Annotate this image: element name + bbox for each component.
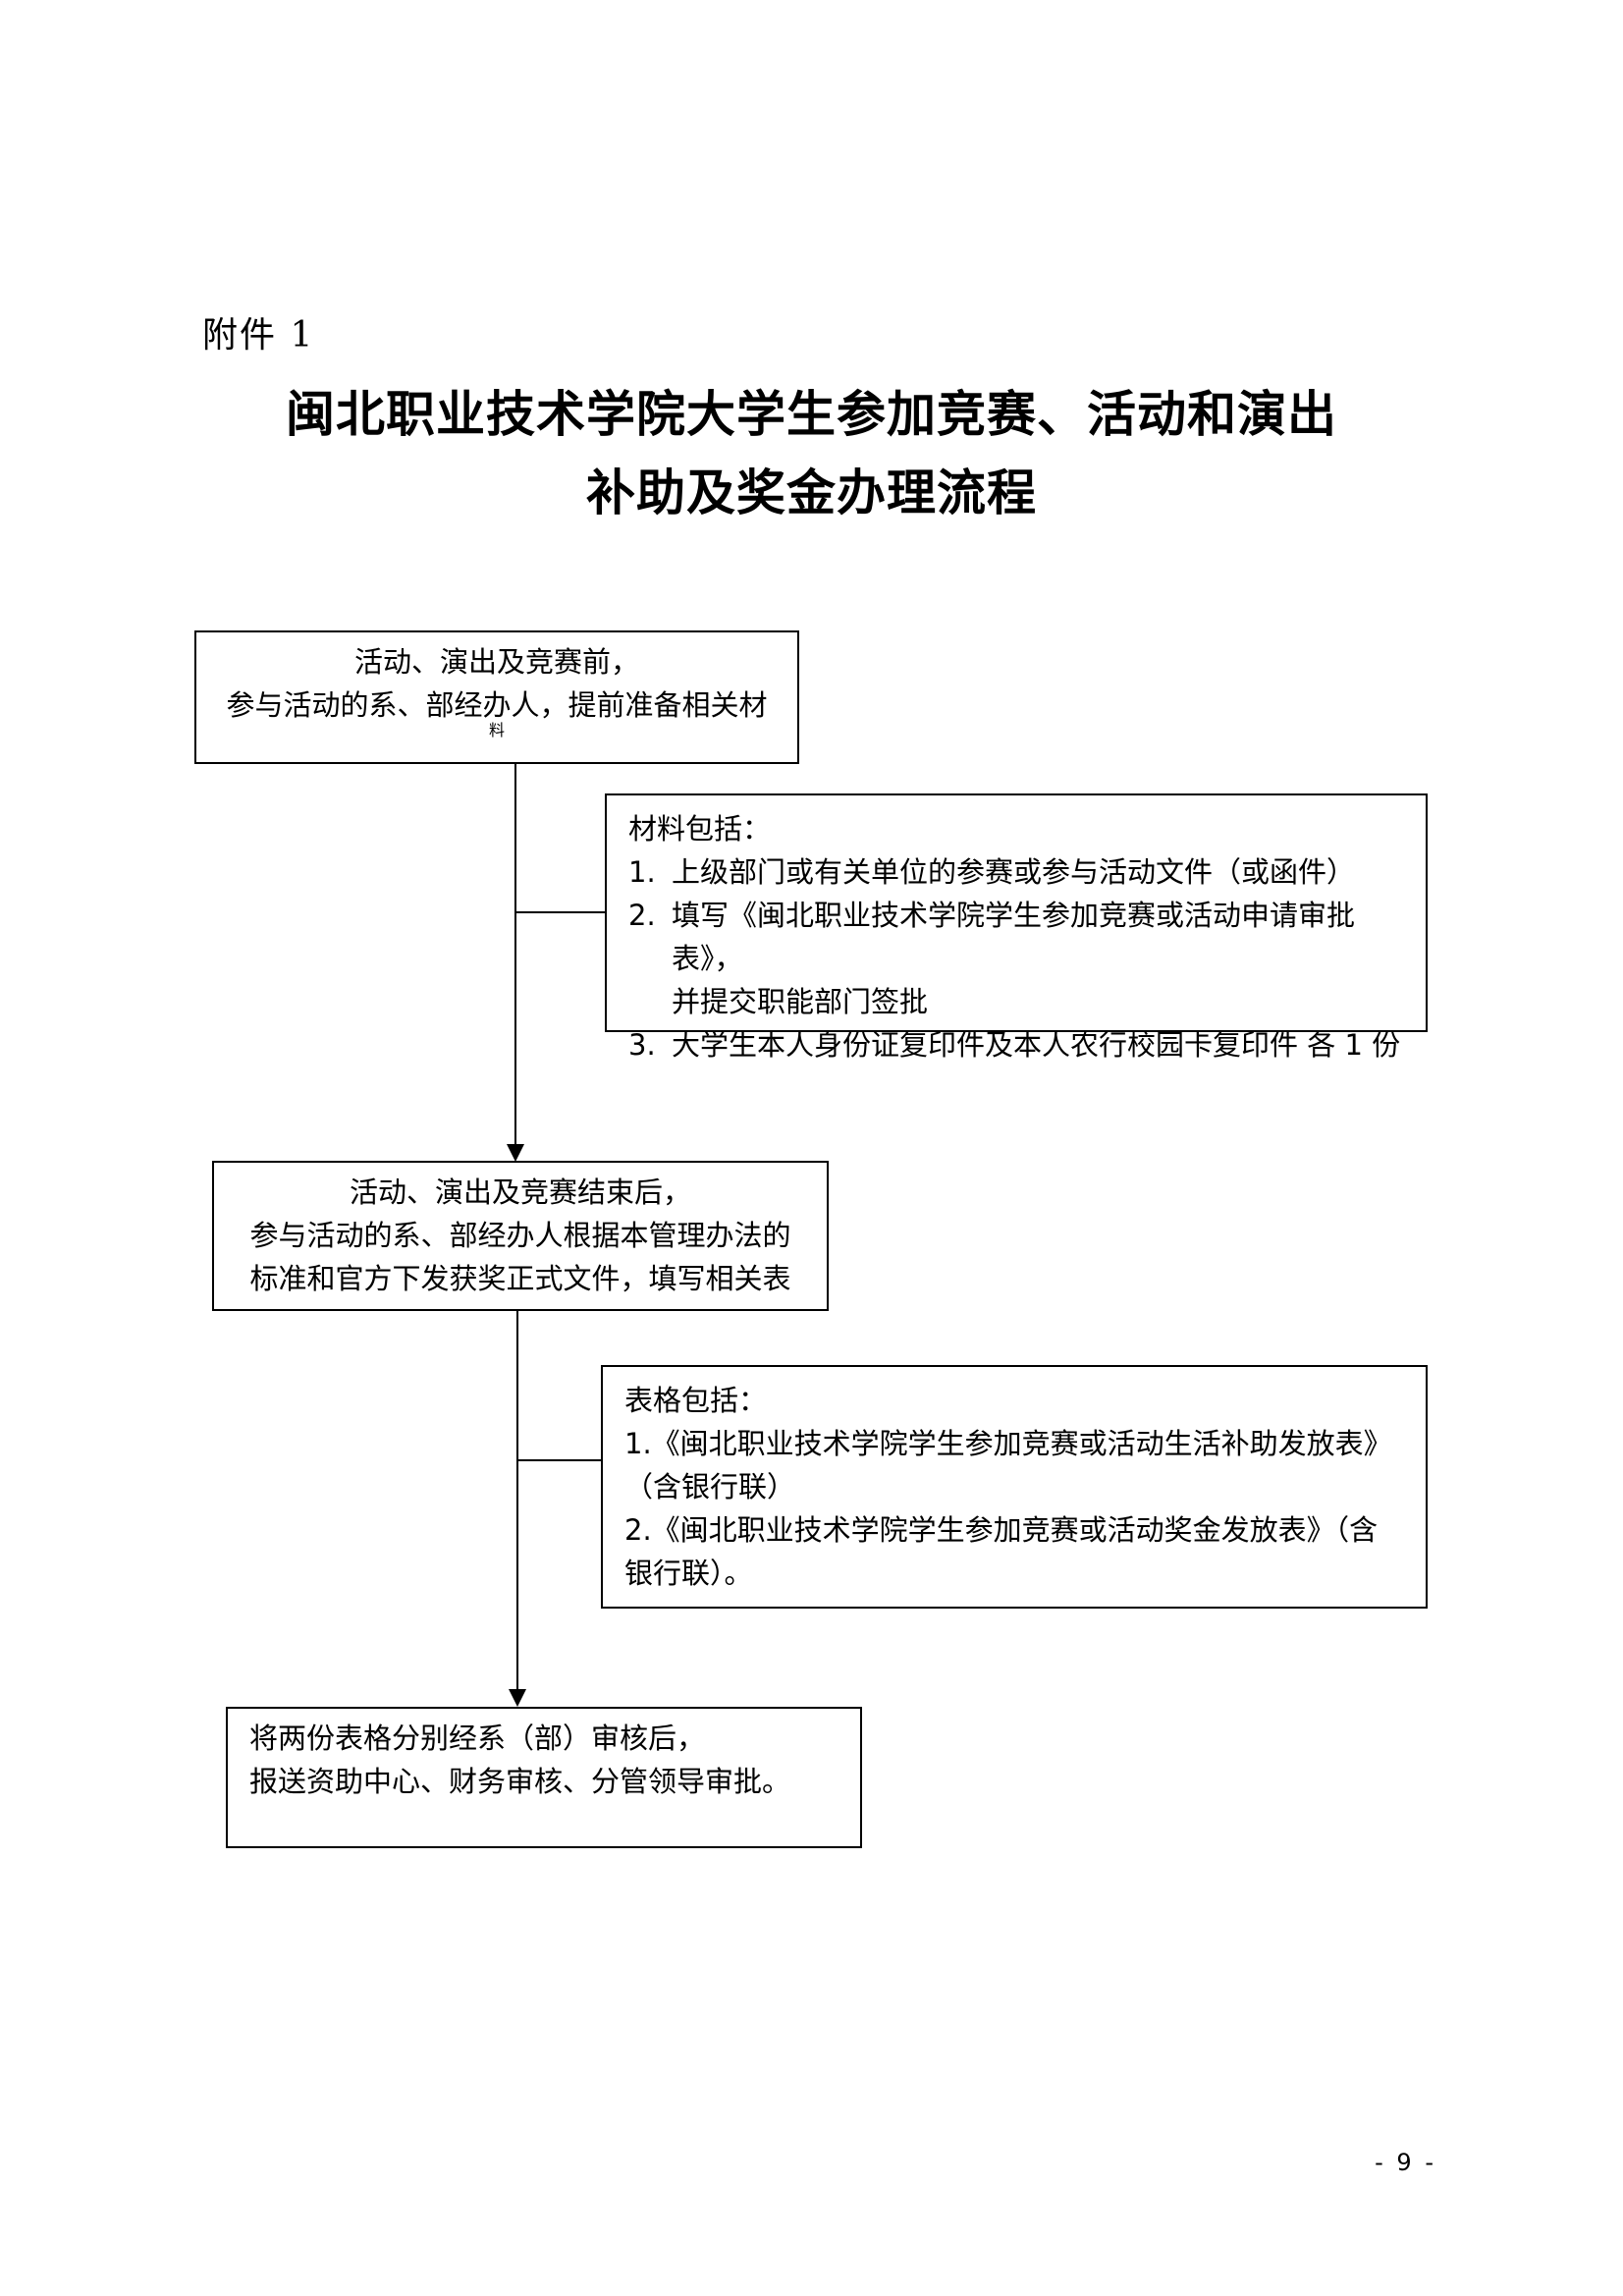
step1-box: 活动、演出及竞赛前， 参与活动的系、部经办人，提前准备相关材 料: [194, 630, 799, 764]
connector-branch-2: [517, 1459, 602, 1461]
connector-vertical-2: [516, 1311, 518, 1704]
connector-branch-1: [515, 911, 606, 913]
step1-line3: 料: [488, 721, 505, 739]
materials-item-1: 1. 上级部门或有关单位的参赛或参与活动文件（或函件）: [628, 850, 1408, 894]
step1-line1: 活动、演出及竞赛前，: [353, 645, 639, 679]
page-title-line2: 补助及奖金办理流程: [586, 464, 1037, 521]
connector-vertical-1: [514, 764, 516, 1149]
page-number: - 9 -: [1375, 2149, 1436, 2176]
arrow-down-2: [509, 1689, 526, 1707]
materials-item-3-text: 大学生本人身份证复印件及本人农行校园卡复印件 各 1 份: [672, 1028, 1401, 1062]
materials-heading: 材料包括：: [628, 812, 772, 846]
step1-line2: 参与活动的系、部经办人，提前准备相关材: [226, 688, 768, 722]
forms-item-1-line2: （含银行联）: [624, 1470, 796, 1503]
step3-box: 将两份表格分别经系（部）审核后， 报送资助中心、财务审核、分管领导审批。: [226, 1707, 862, 1848]
arrow-down-1: [507, 1144, 524, 1162]
forms-box: 表格包括： 1.《闽北职业技术学院学生参加竞赛或活动生活补助发放表》 （含银行联…: [601, 1365, 1428, 1609]
page-title-line1: 闽北职业技术学院大学生参加竞赛、活动和演出: [286, 385, 1337, 443]
step2-line3: 标准和官方下发获奖正式文件，填写相关表: [249, 1262, 791, 1295]
materials-item-3: 3. 大学生本人身份证复印件及本人农行校园卡复印件 各 1 份: [628, 1023, 1408, 1066]
forms-heading: 表格包括：: [624, 1384, 768, 1417]
step2-line2: 参与活动的系、部经办人根据本管理办法的: [249, 1219, 791, 1252]
materials-box: 材料包括： 1. 上级部门或有关单位的参赛或参与活动文件（或函件） 2. 填写《…: [605, 793, 1428, 1062]
materials-item-2: 2. 填写《闽北职业技术学院学生参加竞赛或活动申请审批表》，: [628, 894, 1408, 980]
materials-item-2-text: 填写《闽北职业技术学院学生参加竞赛或活动申请审批表》，: [672, 899, 1356, 975]
materials-item-2-cont-text: 并提交职能部门签批: [672, 985, 929, 1018]
forms-item-2-line2: 银行联）。: [624, 1557, 753, 1590]
step2-line1: 活动、演出及竞赛结束后，: [349, 1175, 691, 1209]
materials-item-1-num: 1.: [628, 855, 656, 889]
annex-label: 附件 1: [202, 315, 315, 355]
step3-line2: 报送资助中心、财务审核、分管领导审批。: [249, 1765, 791, 1798]
materials-item-1-text: 上级部门或有关单位的参赛或参与活动文件（或函件）: [672, 855, 1356, 889]
materials-item-2-cont: 并提交职能部门签批: [628, 980, 1408, 1023]
forms-item-2-line1: 2.《闽北职业技术学院学生参加竞赛或活动奖金发放表》（含: [624, 1513, 1379, 1547]
forms-item-1-line1: 1.《闽北职业技术学院学生参加竞赛或活动生活补助发放表》: [624, 1427, 1392, 1460]
materials-item-2-num: 2.: [628, 899, 656, 932]
materials-item-3-num: 3.: [628, 1028, 656, 1062]
step3-line1: 将两份表格分别经系（部）审核后，: [249, 1722, 706, 1755]
step2-box: 活动、演出及竞赛结束后， 参与活动的系、部经办人根据本管理办法的 标准和官方下发…: [212, 1161, 829, 1311]
